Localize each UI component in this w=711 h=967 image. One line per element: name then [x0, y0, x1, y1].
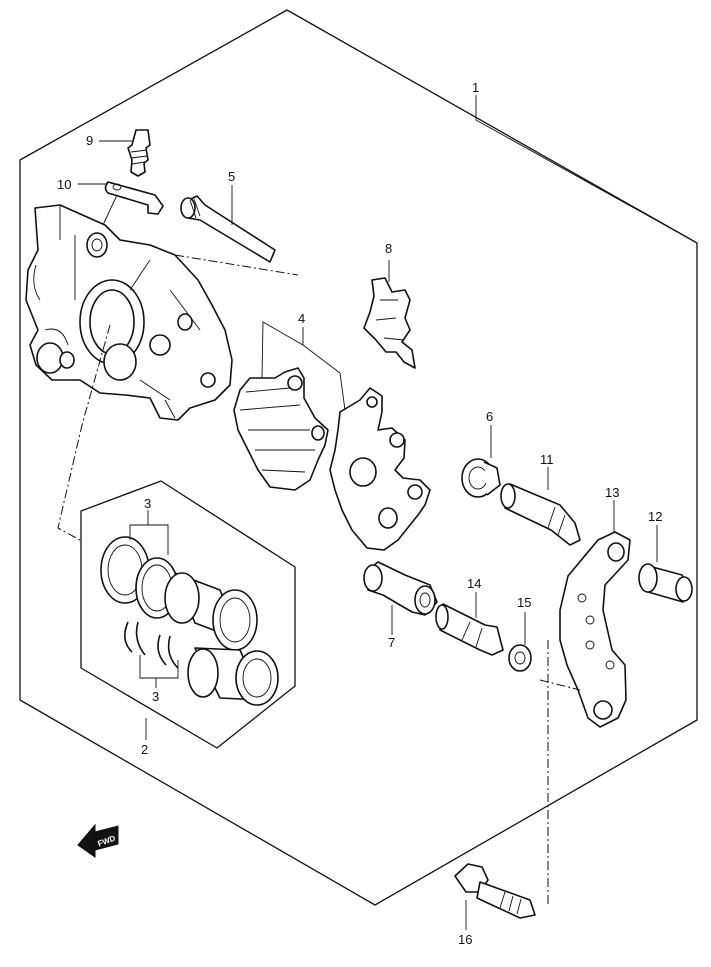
label-3-upper: 3 [144, 496, 151, 511]
label-1: 1 [472, 80, 479, 95]
label-10: 10 [57, 177, 71, 192]
washer-part [508, 644, 532, 672]
pad-pin-part [180, 195, 276, 263]
slide-pin-upper-part [500, 483, 581, 546]
label-8: 8 [385, 241, 392, 256]
bolt-14-part [435, 603, 504, 656]
label-11: 11 [540, 452, 554, 467]
brake-pad-part [233, 367, 329, 491]
label-9: 9 [86, 133, 93, 148]
boot-part [461, 458, 501, 498]
centerline-caliper [57, 324, 111, 541]
piston-kit-outline [80, 480, 296, 749]
label-16: 16 [458, 932, 472, 947]
piston-upper-part [164, 572, 258, 651]
forward-arrow-icon: FWD [77, 823, 119, 858]
pad-shim-part [329, 387, 431, 551]
label-3-lower: 3 [152, 689, 159, 704]
label-15: 15 [517, 595, 531, 610]
label-12: 12 [648, 509, 662, 524]
bleeder-plate-part [104, 181, 164, 215]
bleeder-valve-part [127, 129, 151, 177]
label-4: 4 [298, 311, 305, 326]
centerline-pin [174, 254, 299, 276]
centerline-bolt [539, 640, 581, 905]
leader-lines [78, 95, 698, 930]
pad-spring-part [363, 277, 416, 369]
mounting-bolt-part [454, 863, 536, 919]
caliper-body [25, 204, 233, 421]
collar-part [638, 563, 693, 603]
label-6: 6 [486, 409, 493, 424]
label-7: 7 [388, 635, 395, 650]
label-2: 2 [141, 742, 148, 757]
piston-lower-part [187, 647, 279, 706]
label-13: 13 [605, 485, 619, 500]
piston-seal-lower-part [124, 621, 179, 669]
label-5: 5 [228, 169, 235, 184]
label-14: 14 [467, 576, 481, 591]
slide-pin-lower-part [363, 561, 438, 616]
caliper-bracket-part [559, 531, 631, 728]
